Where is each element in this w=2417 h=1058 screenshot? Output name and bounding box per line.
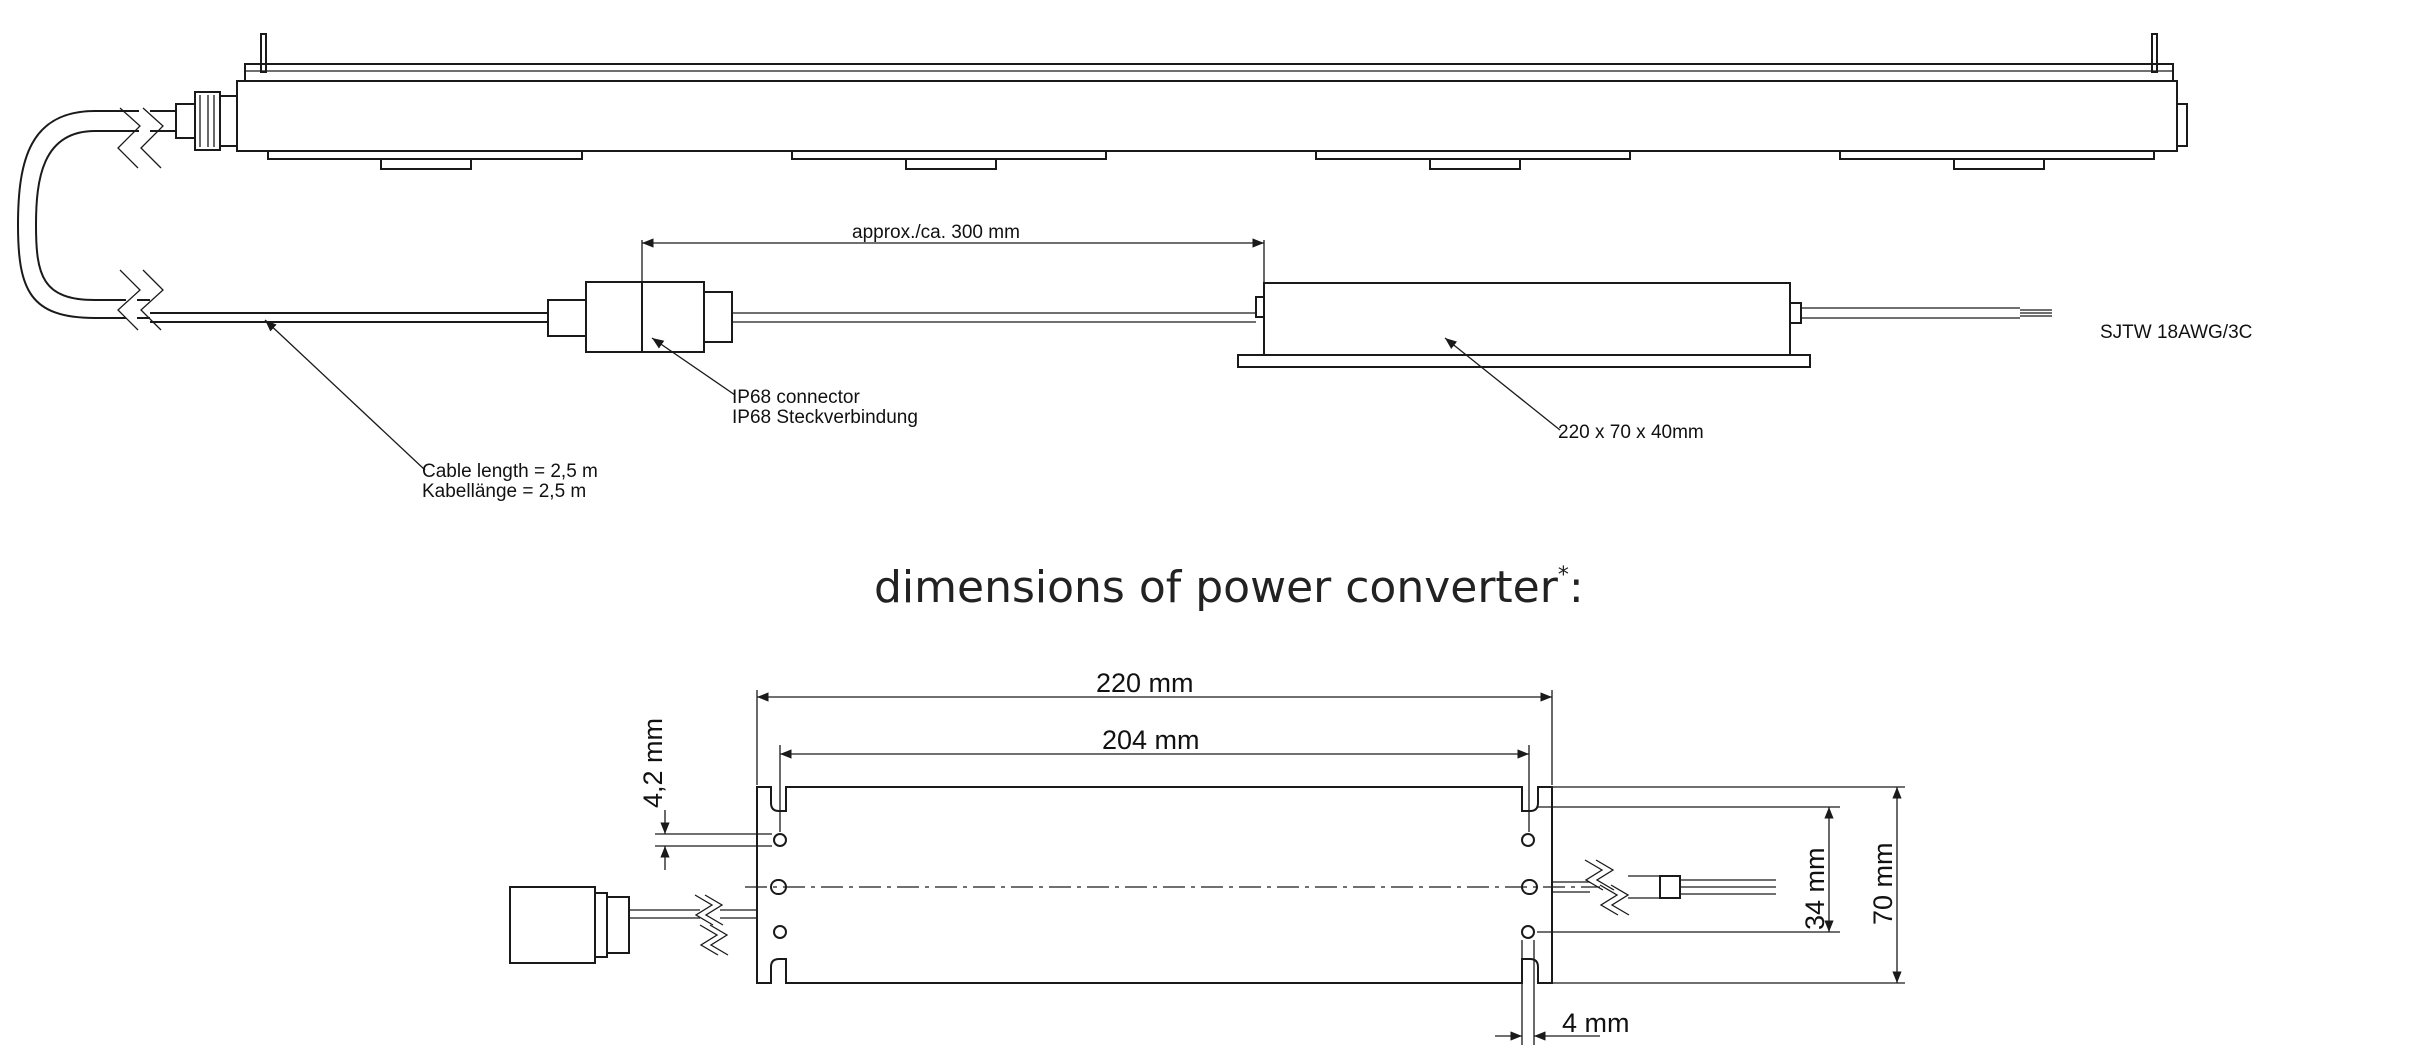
dim-70-lines <box>1552 786 1905 984</box>
section-title: dimensions of power converter*: <box>874 562 1584 613</box>
cable-length-label-en: Cable length = 2,5 m <box>422 461 598 482</box>
slot-offset-label: 4,2 mm <box>638 718 668 808</box>
dim-204-lines <box>779 745 1530 832</box>
luminaire-side-view <box>175 33 2188 170</box>
overall-length-label: 220 mm <box>1096 668 1194 698</box>
title-suffix: : <box>1569 562 1584 613</box>
ip68-connector <box>547 281 1256 353</box>
slot-width-label: 4 mm <box>1562 1008 1630 1038</box>
connector-label-en: IP68 connector <box>732 387 860 408</box>
slot-spacing-label: 34 mm <box>1800 847 1830 930</box>
section-title-text: dimensions of power converter <box>874 562 1559 613</box>
dim-220-lines <box>756 690 1553 785</box>
dim-4-lines <box>1495 940 1600 1045</box>
converter-top-view <box>745 786 1600 984</box>
cable-dimension-label: approx./ca. 300 mm <box>852 222 1020 243</box>
connector-label-de: IP68 Steckverbindung <box>732 407 918 428</box>
footnote-mark: * <box>1558 563 1569 588</box>
cable-spec-label: SJTW 18AWG/3C <box>2100 322 2252 343</box>
converter-size-label: 220 x 70 x 40mm <box>1558 422 1704 443</box>
dim-34-lines <box>1537 806 1840 933</box>
input-connector-plug <box>509 886 757 964</box>
dim-4-2-lines <box>655 810 772 870</box>
power-converter-side <box>1237 282 2052 368</box>
cable-loop <box>16 107 548 331</box>
cable-length-label-de: Kabellänge = 2,5 m <box>422 481 586 502</box>
height-label: 70 mm <box>1868 842 1898 925</box>
hole-spacing-label: 204 mm <box>1102 725 1200 755</box>
cable-dimension-line <box>641 238 1265 285</box>
output-cable-wires <box>1552 859 1776 916</box>
